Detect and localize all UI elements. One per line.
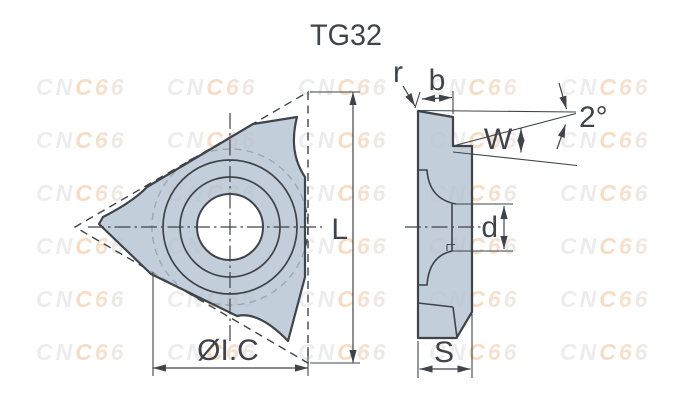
- watermark-text: CNC66: [167, 339, 257, 365]
- countersink-top: [418, 169, 457, 205]
- watermark-text: CNC66: [429, 74, 519, 100]
- dim-angle: 2°: [556, 82, 608, 150]
- dim-angle-label: 2°: [579, 101, 608, 134]
- insert-side-outline: [416, 109, 474, 340]
- dim-b-label: b: [429, 64, 446, 97]
- watermark-text: CNC66: [560, 127, 650, 153]
- dim-L: L: [310, 91, 360, 364]
- watermark-text: CNC66: [36, 127, 126, 153]
- watermark-text: CNC66: [167, 74, 257, 100]
- watermark-text: CNC66: [560, 233, 650, 259]
- dim-b: b: [414, 64, 454, 114]
- watermark-text: CNC66: [298, 180, 388, 206]
- dim-W: W: [484, 123, 525, 156]
- groove-face-line: [452, 151, 578, 167]
- lower-corner-edges: [417, 302, 458, 339]
- dim-r: r: [393, 56, 416, 107]
- hole-step: [446, 243, 455, 251]
- watermark-text: CNC66: [298, 286, 388, 312]
- watermark-text: CNC66: [560, 286, 650, 312]
- top-face-reference-line: [417, 109, 577, 113]
- watermark-text: CNC66: [36, 286, 126, 312]
- front-view: L ØI.C: [73, 90, 360, 376]
- watermark-text: CNC66: [298, 74, 388, 100]
- watermark-text: CNC66: [560, 180, 650, 206]
- watermark-text: CNC66: [560, 74, 650, 100]
- watermark-text: CNC66: [36, 180, 126, 206]
- dim-d: d: [452, 203, 513, 252]
- dim-IC-label: ØI.C: [197, 334, 259, 367]
- watermark-text: CNC66: [298, 127, 388, 153]
- dim-IC: ØI.C: [152, 272, 309, 376]
- dim-W-label: W: [484, 123, 513, 156]
- dim-r-label: r: [393, 56, 403, 89]
- side-view: r b 2° W d: [393, 56, 608, 378]
- watermark-text: CNC66: [560, 339, 650, 365]
- watermark-text: CNC66: [36, 339, 126, 365]
- dim-d-label: d: [481, 211, 498, 244]
- countersink-bottom: [418, 250, 453, 286]
- relief-face-line: [452, 112, 577, 147]
- watermark-text: CNC66: [298, 339, 388, 365]
- page-title: TG32: [310, 19, 382, 52]
- watermark-text: CNC66: [36, 74, 126, 100]
- dim-S: S: [417, 314, 473, 378]
- dim-S-label: S: [434, 336, 454, 369]
- dim-L-label: L: [331, 213, 348, 246]
